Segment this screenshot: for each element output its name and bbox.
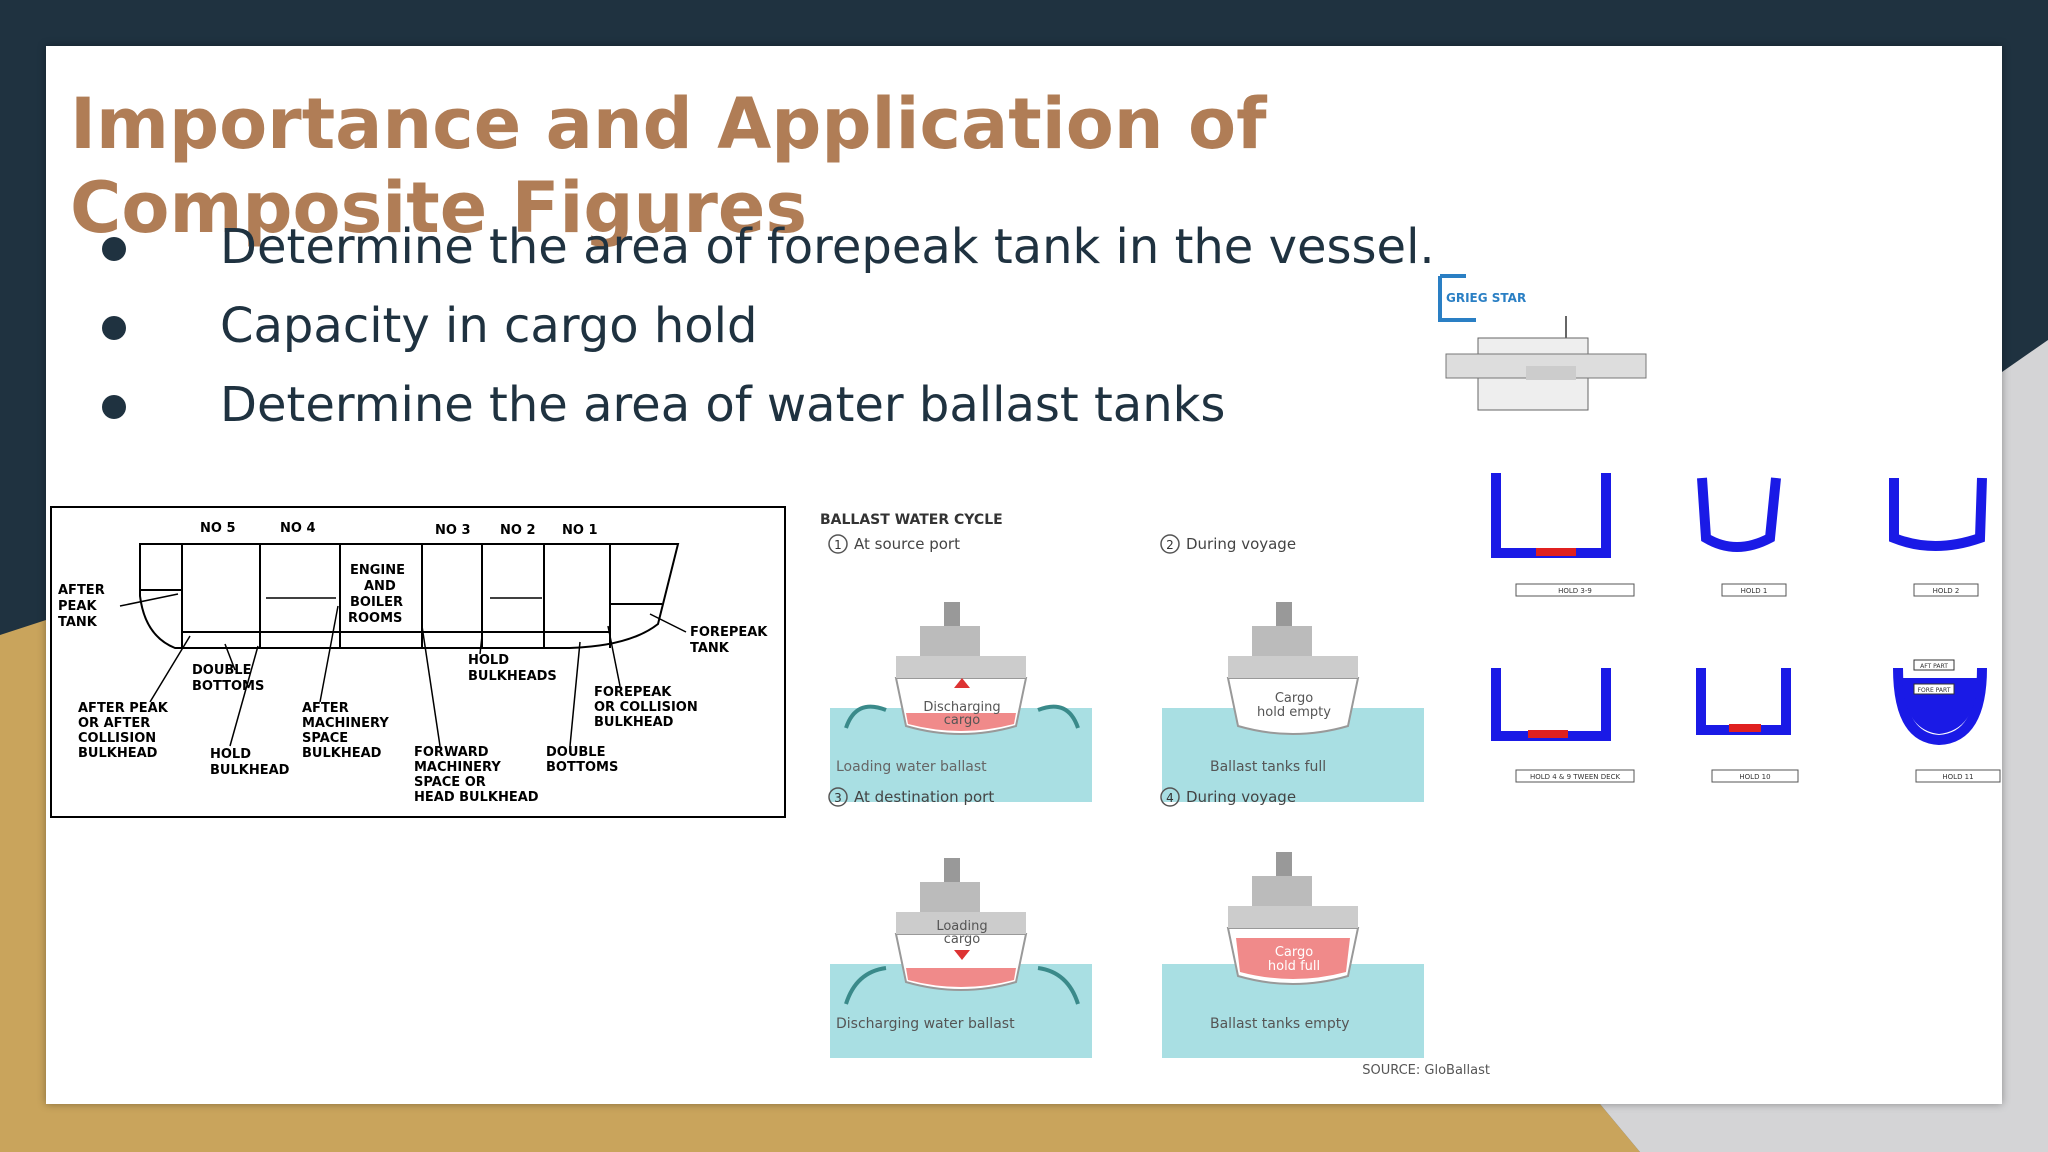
hold-bulkhead-label: BULKHEAD bbox=[210, 763, 290, 778]
double-bottoms-label: DOUBLE bbox=[192, 663, 251, 678]
bullet-icon bbox=[102, 316, 126, 340]
after-peak-bulkhead-label: BULKHEAD bbox=[78, 746, 158, 761]
forward-machinery-label: SPACE OR bbox=[414, 775, 486, 790]
hold-bulkheads-label: BULKHEADS bbox=[468, 669, 557, 684]
bullet-icon bbox=[102, 237, 126, 261]
ballast-panel: 2 During voyage Cargo hold empty Ballast… bbox=[1160, 534, 1424, 802]
bullet-text: Determine the area of forepeak tank in t… bbox=[220, 219, 1435, 275]
ballast-panel: 3 At destination port Loading cargo Disc… bbox=[828, 787, 1092, 1058]
section-tag bbox=[1913, 683, 1955, 695]
section-tag-label: FORE PART bbox=[1918, 687, 1951, 694]
section-label: HOLD 11 bbox=[1942, 773, 1973, 781]
cargo-hold-sections: GRIEG STAR AFT PART FORE PART HOLD 3-9 bbox=[1438, 274, 2001, 783]
cargo-label: Discharging bbox=[923, 700, 1000, 715]
hull-outline bbox=[139, 543, 680, 649]
after-peak-bulkhead-label: OR AFTER bbox=[78, 716, 150, 731]
panel-title: During voyage bbox=[1186, 535, 1296, 553]
cargo-label: Cargo bbox=[1275, 691, 1313, 706]
engine-label: ENGINE bbox=[350, 563, 405, 578]
ballast-water-cycle-diagram: BALLAST WATER CYCLE 1 At source port Dis… bbox=[820, 512, 1490, 1078]
hold-label: NO 1 bbox=[562, 523, 598, 538]
hold-label: NO 2 bbox=[500, 523, 536, 538]
bullet-icon bbox=[102, 395, 126, 419]
panel-title: At destination port bbox=[854, 788, 994, 806]
ship-compartment-diagram: NO 5 NO 4 NO 3 NO 2 NO 1 ENGINE AND BOIL… bbox=[50, 506, 786, 818]
bullet-item: Capacity in cargo hold bbox=[96, 287, 1435, 366]
tank-top bbox=[1528, 730, 1568, 738]
forepeak-bulkhead-label: BULKHEAD bbox=[594, 715, 674, 730]
section-tag-label: AFT PART bbox=[1920, 663, 1948, 670]
cargo-label: hold empty bbox=[1257, 705, 1331, 720]
panel-caption: Discharging water ballast bbox=[836, 1016, 1015, 1032]
bullet-text: Capacity in cargo hold bbox=[220, 298, 758, 354]
after-machinery-label: MACHINERY bbox=[302, 716, 389, 731]
engine-label: BOILER bbox=[350, 595, 403, 610]
section-label: HOLD 1 bbox=[1741, 587, 1768, 595]
forward-machinery-label: HEAD BULKHEAD bbox=[414, 790, 539, 805]
hold-bulkhead-label: HOLD bbox=[210, 747, 251, 762]
panel-number: 2 bbox=[1166, 538, 1174, 552]
bullet-item: Determine the area of forepeak tank in t… bbox=[96, 208, 1435, 287]
panel-caption: Loading water ballast bbox=[836, 759, 987, 775]
after-peak-bulkhead-label: AFTER PEAK bbox=[78, 701, 169, 716]
bullet-text: Determine the area of water ballast tank… bbox=[220, 377, 1226, 433]
hold-label: NO 5 bbox=[200, 521, 236, 536]
panel-caption: Ballast tanks empty bbox=[1210, 1016, 1349, 1032]
section-label: HOLD 10 bbox=[1739, 773, 1770, 781]
double-bottoms-label: BOTTOMS bbox=[192, 679, 264, 694]
panel-title: During voyage bbox=[1186, 788, 1296, 806]
forward-machinery-label: MACHINERY bbox=[414, 760, 501, 775]
ballast-heading: BALLAST WATER CYCLE bbox=[820, 512, 1003, 528]
hold-bulkheads-label: HOLD bbox=[468, 653, 509, 668]
hold-label: NO 3 bbox=[435, 523, 471, 538]
section-label: HOLD 2 bbox=[1933, 587, 1960, 595]
logo-text: GRIEG STAR bbox=[1446, 291, 1526, 305]
after-peak-tank-label: TANK bbox=[58, 615, 98, 630]
cargo-label: cargo bbox=[944, 932, 980, 947]
bullet-list: Determine the area of forepeak tank in t… bbox=[96, 208, 1435, 445]
engine-label: AND bbox=[364, 579, 396, 594]
after-machinery-label: AFTER bbox=[302, 701, 349, 716]
source-credit: SOURCE: GloBallast bbox=[1362, 1063, 1490, 1078]
hold-label: NO 4 bbox=[280, 521, 316, 536]
forepeak-bulkhead-label: FOREPEAK bbox=[594, 685, 672, 700]
double-bottoms-label: BOTTOMS bbox=[546, 760, 618, 775]
after-peak-tank-label: PEAK bbox=[58, 599, 97, 614]
forepeak-tank-label: FOREPEAK bbox=[690, 625, 768, 640]
after-peak-bulkhead-label: COLLISION bbox=[78, 731, 156, 746]
cargo-label: cargo bbox=[944, 713, 980, 728]
after-peak-tank-label: AFTER bbox=[58, 583, 105, 598]
panel-caption: Ballast tanks full bbox=[1210, 759, 1326, 775]
leader-lines bbox=[119, 593, 687, 747]
forepeak-bulkhead-label: OR COLLISION bbox=[594, 700, 698, 715]
grieg-star-logo: GRIEG STAR bbox=[1438, 274, 1526, 322]
panel-number: 4 bbox=[1166, 791, 1174, 805]
bullet-item: Determine the area of water ballast tank… bbox=[96, 366, 1435, 445]
section-tag bbox=[1913, 659, 1955, 671]
double-bottoms-label: DOUBLE bbox=[546, 745, 605, 760]
cargo-label: hold full bbox=[1268, 959, 1320, 974]
slide-title: Importance and Application of Composite … bbox=[70, 83, 1267, 249]
ship-section-drawing bbox=[1445, 316, 1647, 558]
panel-number: 1 bbox=[834, 538, 842, 552]
engine-label: ROOMS bbox=[348, 611, 402, 626]
panel-number: 3 bbox=[834, 791, 842, 805]
cargo-label: Loading bbox=[936, 919, 987, 934]
tank-top bbox=[1729, 724, 1761, 732]
forward-machinery-label: FORWARD bbox=[414, 745, 489, 760]
after-machinery-label: SPACE bbox=[302, 731, 348, 746]
forepeak-tank-label: TANK bbox=[690, 641, 730, 656]
cargo-label: Cargo bbox=[1275, 945, 1313, 960]
ballast-panel: 1 At source port Discharging cargo Loadi… bbox=[828, 534, 1092, 802]
ballast-panel: 4 During voyage Cargo hold full Ballast … bbox=[1160, 787, 1424, 1058]
after-machinery-label: BULKHEAD bbox=[302, 746, 382, 761]
section-label: HOLD 3-9 bbox=[1558, 587, 1592, 595]
panel-title: At source port bbox=[854, 535, 960, 553]
section-label: HOLD 4 & 9 TWEEN DECK bbox=[1530, 773, 1621, 781]
slide: Importance and Application of Composite … bbox=[46, 46, 2002, 1104]
